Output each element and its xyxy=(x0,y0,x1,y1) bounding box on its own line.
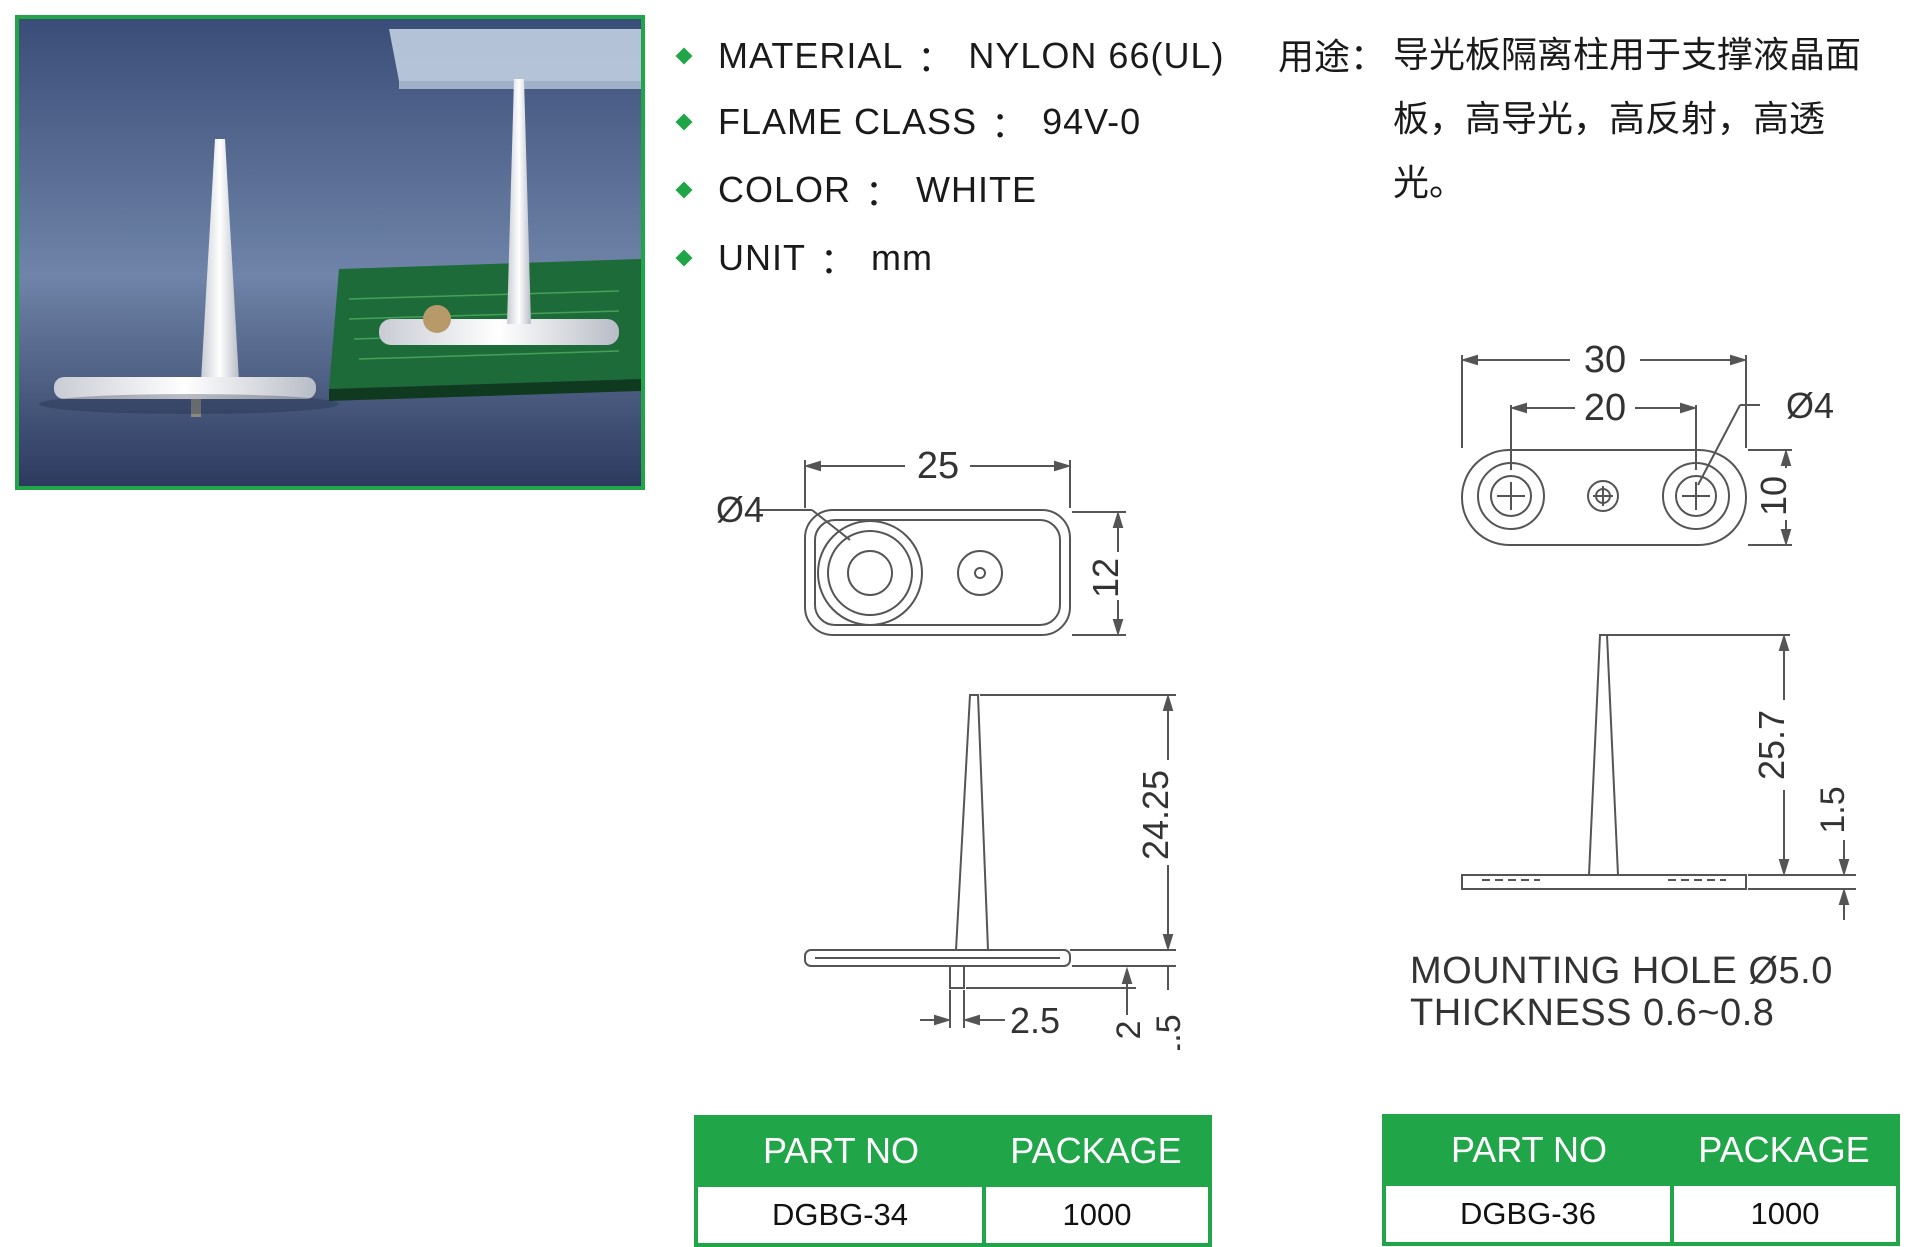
part-table-dgbg-36: PART NO PACKAGE DGBG-36 1000 xyxy=(1382,1114,1900,1246)
side-view-base xyxy=(1461,874,1747,890)
bullet-icon xyxy=(675,181,693,199)
bullet-icon xyxy=(675,249,693,267)
dim-post-height: 25.7 xyxy=(1751,710,1792,780)
spec-value: mm xyxy=(871,237,933,278)
dim-width: 25 xyxy=(917,445,959,487)
dim-hole: Ø4 xyxy=(716,489,764,530)
cell-package: 1000 xyxy=(982,1183,1212,1247)
part-table-dgbg-34: PART NO PACKAGE DGBG-34 1000 xyxy=(694,1115,1212,1247)
spec-separator: ： xyxy=(820,240,858,281)
spec-color: COLOR ： WHITE xyxy=(672,164,1037,216)
spec-flame-class: FLAME CLASS ： 94V-0 xyxy=(672,96,1141,148)
top-view-inner xyxy=(814,519,1061,626)
mount-hole-ring xyxy=(827,530,913,616)
mount-hole xyxy=(847,550,893,596)
spec-separator: ： xyxy=(917,38,955,79)
side-view-pin xyxy=(949,965,965,989)
spec-material: MATERIAL ： NYLON 66(UL) xyxy=(672,30,1224,82)
dim-base-thickness: 1.5 xyxy=(1814,786,1852,833)
mount-hole-outer xyxy=(817,520,923,626)
usage-label: 用途： xyxy=(1278,37,1387,78)
dim-height: 10 xyxy=(1753,476,1794,516)
cell-package: 1000 xyxy=(1670,1182,1900,1246)
header-package: PACKAGE xyxy=(984,1117,1210,1185)
bullet-icon xyxy=(675,47,693,65)
dim-pin-length: 2 xyxy=(1110,1021,1148,1040)
mount-hole-right xyxy=(1675,475,1717,517)
product-photo xyxy=(15,15,645,490)
cell-part-no: DGBG-36 xyxy=(1382,1182,1674,1246)
spec-separator: ： xyxy=(865,172,903,213)
dim-height: 12 xyxy=(1085,558,1126,598)
dim-hole-spacing: 20 xyxy=(1584,387,1626,429)
header-part-no: PART NO xyxy=(1384,1116,1672,1184)
spec-value: 94V-0 xyxy=(1042,101,1142,142)
drawing-dgbg-36: 30 20 Ø4 10 25.7 1.5 xyxy=(1460,339,1856,920)
mount-hole-left xyxy=(1490,475,1532,517)
spec-unit: UNIT ： mm xyxy=(672,232,933,284)
side-view-base xyxy=(804,949,1071,967)
photo-illustration xyxy=(19,19,641,486)
note-mounting-hole: MOUNTING HOLE Ø5.0 xyxy=(1410,950,1833,992)
drawing-dgbg-34: 25 Ø4 12 24.25 2 1.5 2.5 xyxy=(716,445,1188,1050)
spec-label: UNIT xyxy=(718,237,806,278)
cell-part-no: DGBG-34 xyxy=(694,1183,986,1247)
top-view-outline xyxy=(1461,449,1747,546)
side-view-post xyxy=(1587,634,1620,876)
spec-value: NYLON 66(UL) xyxy=(968,35,1225,76)
dim-base-thickness: 1.5 xyxy=(1150,1014,1188,1050)
dim-hole: Ø4 xyxy=(1786,385,1834,426)
dim-pin-diameter: 2.5 xyxy=(1010,1000,1060,1041)
dim-width: 30 xyxy=(1584,339,1626,381)
side-view-post xyxy=(954,694,990,951)
top-view-outline xyxy=(804,509,1071,636)
spec-value: WHITE xyxy=(916,169,1038,210)
header-package: PACKAGE xyxy=(1672,1116,1898,1184)
bullet-icon xyxy=(675,113,693,131)
note-thickness: THICKNESS 0.6~0.8 xyxy=(1410,992,1775,1034)
dim-post-height: 24.25 xyxy=(1135,770,1176,860)
spec-separator: ： xyxy=(991,104,1029,145)
header-part-no: PART NO xyxy=(696,1117,984,1185)
post-circle xyxy=(1587,480,1619,512)
post-circle xyxy=(957,550,1003,596)
usage-text: 导光板隔离柱用于支撑液晶面板，高导光，高反射，高透光。 xyxy=(1393,35,1862,204)
post-tip xyxy=(974,567,986,579)
spec-label: FLAME CLASS xyxy=(718,101,978,142)
spec-label: COLOR xyxy=(718,169,852,210)
spec-label: MATERIAL xyxy=(718,35,904,76)
